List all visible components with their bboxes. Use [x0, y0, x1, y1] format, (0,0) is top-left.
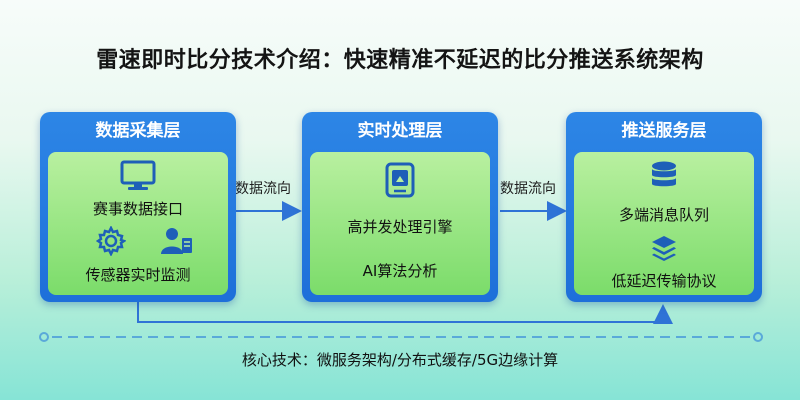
item-low-latency-protocol: 低延迟传输协议 [611, 272, 717, 290]
layer-data-collection: 数据采集层 赛事数据接口 传感器实时监测 [40, 112, 236, 302]
layer-title: 数据采集层 [95, 121, 181, 141]
layer-content: 高并发处理引擎 AI算法分析 [310, 152, 490, 295]
feedback-arrow [137, 302, 673, 324]
item-ai-analysis: AI算法分析 [362, 262, 438, 280]
layer-realtime-processing: 实时处理层 高并发处理引擎 AI算法分析 [302, 112, 498, 302]
flow-label-1: 数据流向 [235, 181, 291, 197]
dashed-divider-end-dot [753, 332, 763, 342]
layer-title: 实时处理层 [357, 121, 443, 141]
item-match-data-api: 赛事数据接口 [92, 200, 183, 218]
item-sensor-monitoring: 传感器实时监测 [85, 266, 191, 284]
layer-push-service: 推送服务层 多端消息队列 低延迟传输协议 [566, 112, 762, 302]
layer-content: 赛事数据接口 传感器实时监测 [48, 152, 228, 295]
layers-protocol-icon [652, 236, 676, 261]
item-message-queue: 多端消息队列 [618, 206, 709, 224]
gear-icon [96, 226, 126, 256]
database-icon [652, 161, 676, 187]
layer-content: 多端消息队列 低延迟传输协议 [574, 152, 754, 295]
monitor-icon [120, 160, 156, 190]
layer-title: 推送服务层 [621, 121, 707, 141]
processor-icon [385, 162, 415, 198]
flow-label-2: 数据流向 [500, 181, 556, 197]
page-title: 雷速即时比分技术介绍：快速精准不延迟的比分推送系统架构 [96, 48, 704, 73]
dashed-divider-start-dot [39, 332, 49, 342]
person-icon [161, 228, 192, 254]
item-concurrency-engine: 高并发处理引擎 [347, 218, 453, 236]
core-tech-footer: 核心技术：微服务架构/分布式缓存/5G边缘计算 [241, 351, 559, 369]
